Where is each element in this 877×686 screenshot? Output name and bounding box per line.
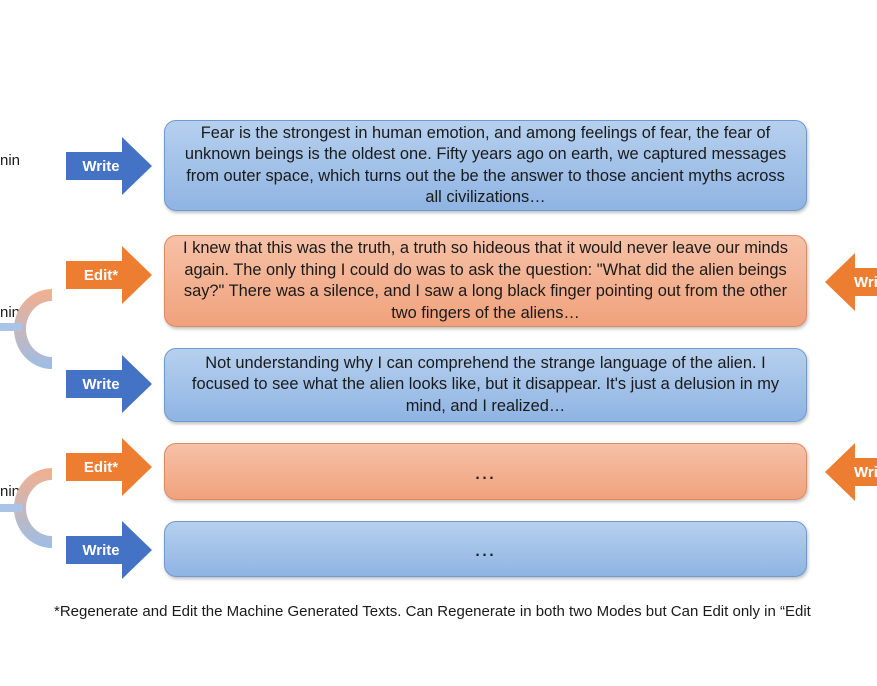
- arrow-label: Edit*: [83, 458, 119, 476]
- write-arrow-2[interactable]: Write: [66, 355, 152, 413]
- ellipsis: …: [473, 458, 498, 484]
- arrow-label: Write: [82, 157, 120, 175]
- right-arrow-icon: [66, 137, 152, 195]
- box-text: Fear is the strongest in human emotion, …: [184, 123, 787, 207]
- side-label-2: nin: [0, 304, 21, 321]
- text-box-4: …: [164, 443, 807, 500]
- ellipsis: …: [473, 536, 498, 561]
- right-arrow-icon: [66, 521, 152, 579]
- text-box-1: Fear is the strongest in human emotion, …: [164, 120, 807, 211]
- left-arrow-icon: [825, 443, 877, 501]
- edit-arrow-1[interactable]: Edit*: [66, 246, 152, 304]
- arrow-label: Write: [82, 375, 120, 393]
- text-box-5: …: [164, 521, 807, 577]
- arrow-label: Wri: [854, 463, 877, 481]
- rewrite-arrow-2[interactable]: Wri: [825, 443, 877, 501]
- box-text: Not understanding why I can comprehend t…: [191, 353, 780, 415]
- arrow-label: Wri: [854, 273, 877, 291]
- write-arrow-1[interactable]: Write: [66, 137, 152, 195]
- right-arrow-icon: [66, 246, 152, 304]
- side-label-1: nin: [0, 152, 21, 169]
- arrow-label: Edit*: [83, 266, 119, 284]
- rewrite-arrow-1[interactable]: Wri: [825, 253, 877, 311]
- box-text: I knew that this was the truth, a truth …: [183, 239, 788, 322]
- arrow-label: Write: [82, 541, 120, 559]
- footnote: *Regenerate and Edit the Machine Generat…: [54, 603, 811, 620]
- right-arrow-icon: [66, 438, 152, 496]
- text-box-2: I knew that this was the truth, a truth …: [164, 235, 807, 327]
- text-box-3: Not understanding why I can comprehend t…: [164, 348, 807, 422]
- group-bracket-2: [0, 468, 52, 548]
- group-bracket-1: [0, 289, 52, 369]
- side-label-3: nin: [0, 483, 21, 500]
- left-arrow-icon: [825, 253, 877, 311]
- edit-arrow-2[interactable]: Edit*: [66, 438, 152, 496]
- write-arrow-3[interactable]: Write: [66, 521, 152, 579]
- right-arrow-icon: [66, 355, 152, 413]
